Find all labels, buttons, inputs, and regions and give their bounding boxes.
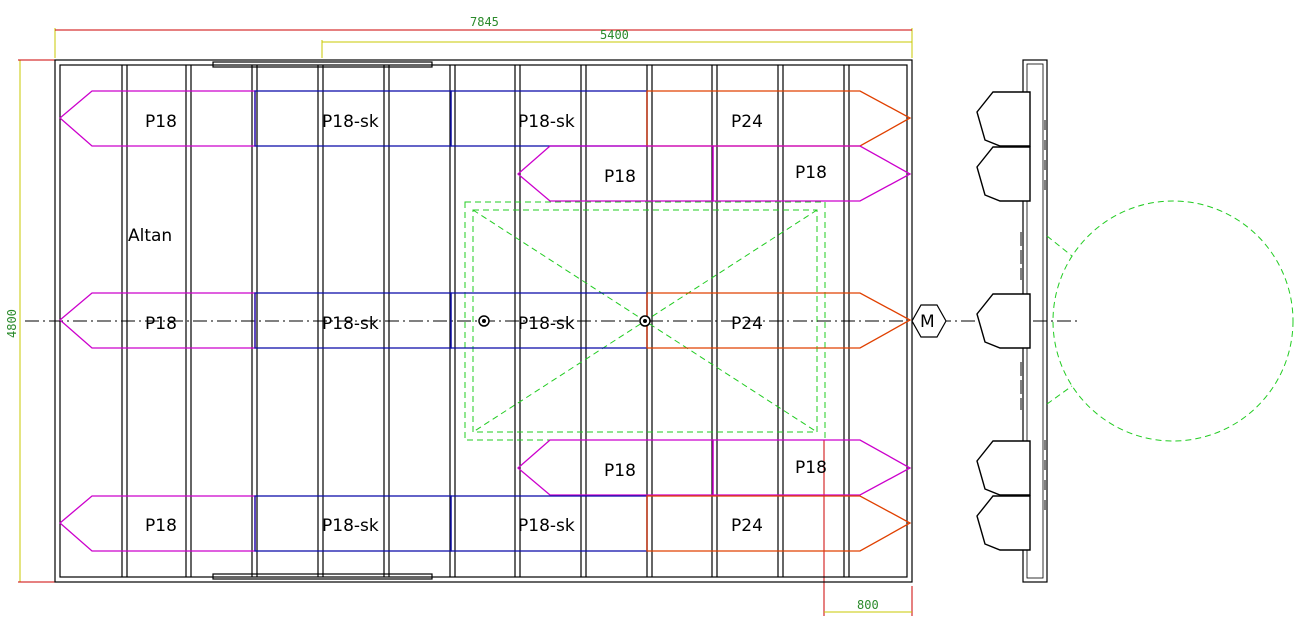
pontoon-label: P18 [145, 112, 177, 132]
pontoon-p24 [646, 90, 912, 147]
pontoon-row-5: P18 P18-sk P18-sk P24 [59, 495, 912, 552]
dimension-width-label: 4800 [5, 309, 19, 338]
pontoon-p18 [712, 145, 912, 202]
pontoon-profile [976, 495, 1031, 551]
pontoon-p18 [59, 495, 256, 552]
motor-marker-label: M [920, 312, 935, 332]
pontoon-label: P24 [731, 112, 763, 132]
pontoon-p24 [646, 495, 912, 552]
pontoon-label: P18 [145, 314, 177, 334]
pontoon-label: P18 [145, 516, 177, 536]
swing-circle [1052, 200, 1294, 442]
pontoon-row-1: P18 P18-sk P18-sk P24 [59, 90, 912, 147]
pontoon-label: P24 [731, 314, 763, 334]
dimension-overall-label: 7845 [470, 15, 499, 29]
pontoon-label: P18-sk [322, 516, 379, 536]
dimension-partial-label: 5400 [600, 28, 629, 42]
pontoon-label: P24 [731, 516, 763, 536]
pontoon-profile [976, 146, 1031, 202]
pontoon-label: P18 [795, 163, 827, 183]
pontoon-profile [976, 440, 1031, 496]
pontoon-row-3: P18 P18-sk P18-sk P24 [59, 292, 912, 349]
motor-marker: M [911, 304, 947, 338]
pontoon-row-4: P18 P18 [517, 439, 912, 496]
dimension-width: 4800 [5, 59, 55, 583]
pontoon-p18 [59, 90, 256, 147]
pontoon-row-2: P18 P18 [517, 145, 912, 202]
altan-label: Altan [128, 226, 172, 246]
pontoon-label: P18 [795, 458, 827, 478]
pontoon-label: P18-sk [322, 314, 379, 334]
dimension-partial: 5400 [321, 28, 912, 58]
pontoon-p18 [517, 439, 714, 496]
pontoon-label: P18-sk [322, 112, 379, 132]
pontoon-profile [976, 91, 1031, 147]
side-view [976, 59, 1294, 583]
pontoon-label: P18-sk [518, 112, 575, 132]
pontoon-label: P18-sk [518, 516, 575, 536]
pontoon-label: P18 [604, 167, 636, 187]
pontoon-p18 [59, 292, 256, 349]
pontoon-profile [976, 293, 1031, 349]
pontoon-p18 [517, 145, 714, 202]
dimension-overhang: 800 [823, 440, 913, 616]
dimension-overhang-label: 800 [857, 598, 879, 612]
pontoon-label: P18-sk [518, 314, 575, 334]
pontoon-p18 [712, 439, 912, 496]
pontoon-p24 [646, 292, 912, 349]
deck-joists [121, 65, 850, 577]
pontoon-label: P18 [604, 461, 636, 481]
dimension-overall: 7845 [54, 15, 913, 58]
